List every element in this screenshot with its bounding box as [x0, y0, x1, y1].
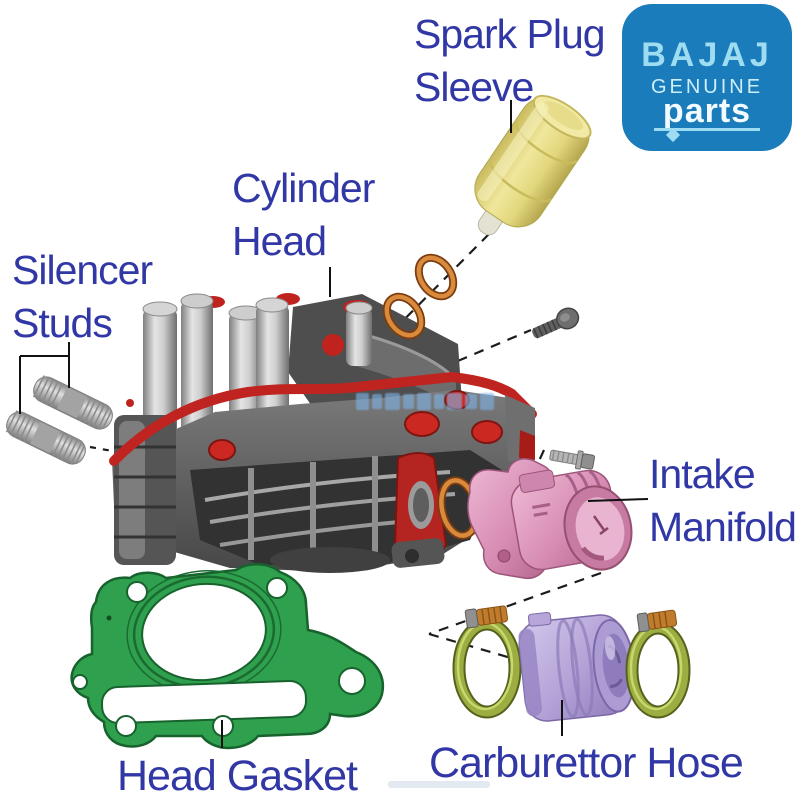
leader-intake-manifold [587, 498, 649, 502]
dash-stud-to-head [89, 445, 119, 454]
intake-manifold-illustration [467, 458, 633, 580]
logo-subtitle-text: GENUINE [650, 76, 764, 98]
silencer-studs-illustration [5, 375, 113, 465]
hose-clamp-right [625, 609, 691, 719]
label-line: Silencer [12, 247, 153, 293]
head-red-gasket-band [109, 371, 537, 466]
label-line: Spark Plug [414, 11, 606, 57]
leader-silencer-studs [19, 342, 70, 414]
o-ring-upper [414, 253, 458, 301]
logo-diamond-icon [665, 127, 681, 143]
pan-screw-illustration [532, 307, 580, 339]
label-carburettor-hose: Carburettor Hose [429, 739, 744, 787]
label-line: Sleeve [414, 64, 534, 110]
manifold-bolt-illustration [549, 449, 596, 470]
dash-manifold-to-hose-1 [428, 571, 602, 636]
logo-underline [654, 127, 760, 143]
label-line: Intake [649, 451, 756, 497]
logo-word-text: parts [662, 92, 752, 130]
logo-brand-text: BAJAJ [641, 36, 773, 74]
label-line: Head [232, 218, 327, 264]
label-line: Studs [12, 300, 113, 346]
hose-clamp-left [452, 605, 522, 719]
label-spark-plug-sleeve: Spark Plug Sleeve [414, 8, 606, 114]
watermark [356, 391, 498, 411]
label-head-gasket: Head Gasket [117, 752, 358, 800]
label-cylinder-head: Cylinder Head [232, 162, 375, 268]
label-line: Cylinder [232, 165, 375, 211]
spark-plug-sleeve-illustration [474, 94, 592, 236]
o-ring-middle [382, 292, 426, 340]
label-silencer-studs: Silencer Studs [12, 244, 153, 350]
head-gasket-illustration [70, 563, 385, 750]
label-intake-manifold: Intake Manifold [649, 448, 797, 554]
intake-port-flange [393, 452, 448, 562]
watermark-remnant [388, 781, 490, 788]
carburettor-hose-illustration [518, 611, 636, 722]
bajaj-logo: BAJAJ GENUINE parts [622, 4, 792, 151]
leader-lines [19, 100, 649, 748]
label-line: Manifold [649, 504, 797, 550]
